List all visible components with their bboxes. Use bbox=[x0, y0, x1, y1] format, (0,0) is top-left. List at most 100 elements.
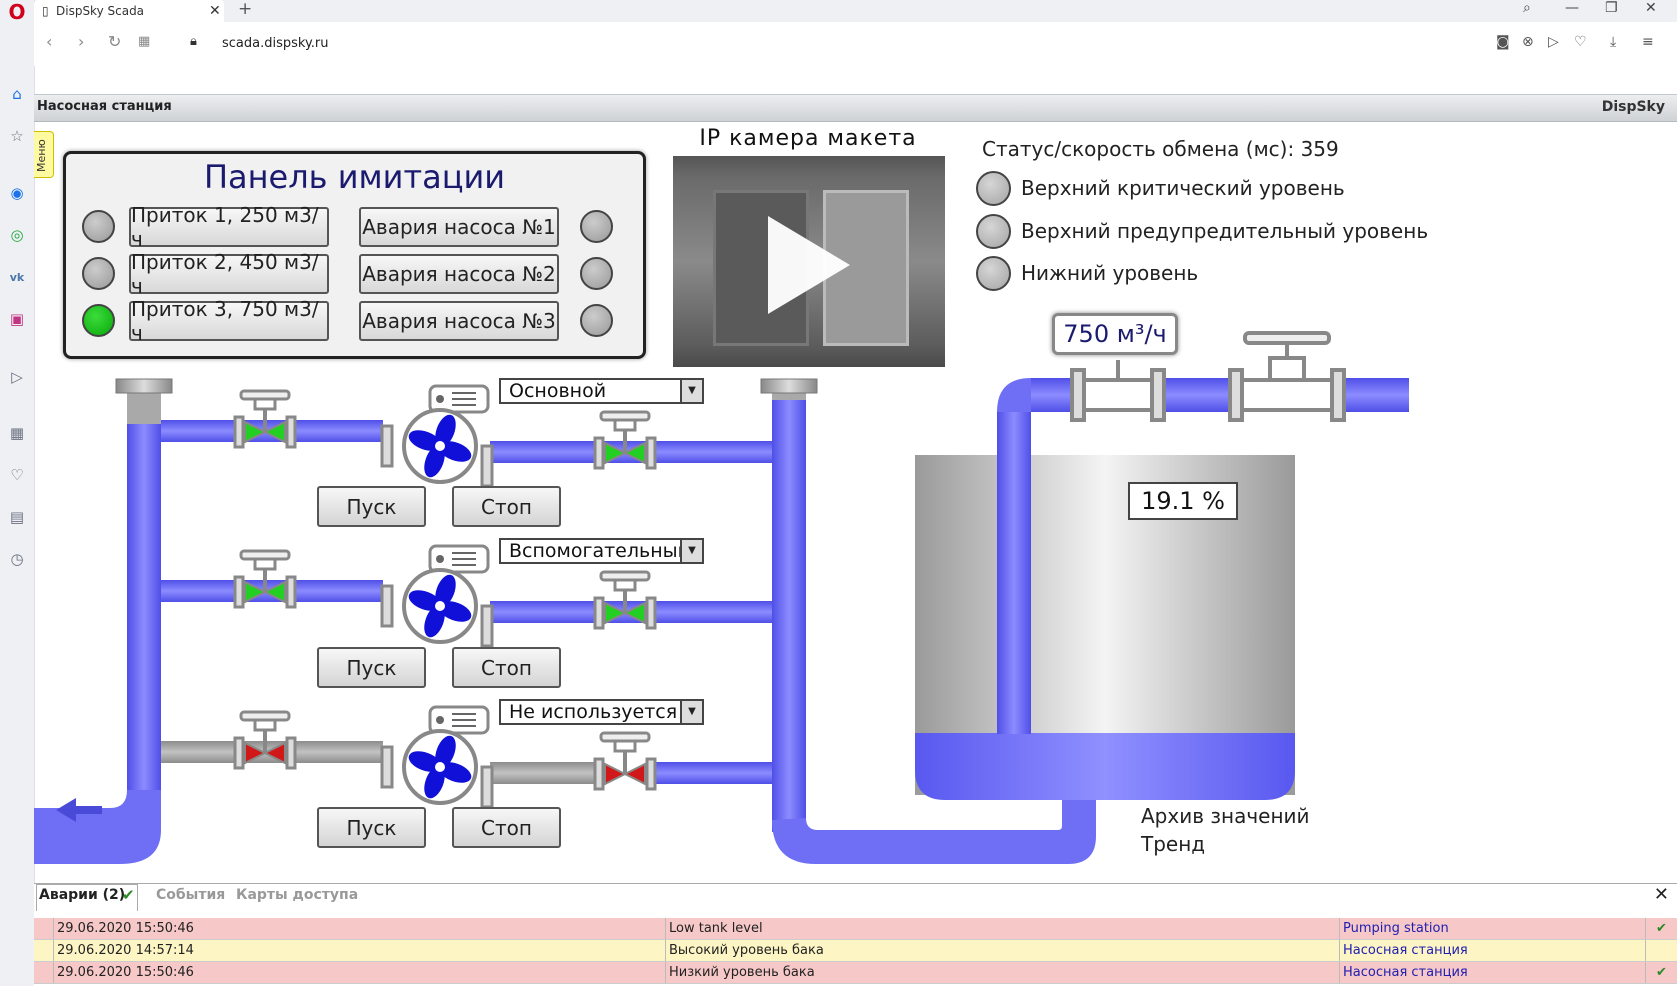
pump-1-inlet-valve[interactable] bbox=[233, 389, 297, 449]
minimize-icon[interactable]: — bbox=[1565, 0, 1579, 16]
alarms-tab-frame bbox=[36, 884, 138, 911]
home-icon[interactable]: ⌂ bbox=[12, 85, 22, 103]
app-title: Насосная станция bbox=[37, 99, 172, 114]
pump-1-start-button[interactable]: Пуск bbox=[317, 486, 426, 527]
star-icon[interactable]: ☆ bbox=[10, 127, 24, 145]
pump-2-outlet-valve[interactable] bbox=[593, 570, 657, 630]
url-field[interactable]: scada.dispsky.ru bbox=[222, 36, 329, 51]
alarm-time: 29.06.2020 14:57:14 bbox=[53, 940, 665, 961]
tab-title: DispSky Scada bbox=[56, 4, 145, 18]
opera-logo-icon[interactable]: O bbox=[8, 0, 26, 24]
inflow-3-button[interactable]: Приток 3, 750 м3/ч bbox=[129, 297, 329, 345]
tab-alarms[interactable]: Аварии (2) bbox=[39, 887, 126, 903]
pump-2-mode-select[interactable]: Вспомогательный▼ bbox=[499, 538, 704, 564]
pump-3-inlet-valve[interactable] bbox=[233, 710, 297, 770]
low-level-label: Нижний уровень bbox=[1021, 261, 1199, 285]
alarm-ack-icon: ✔ bbox=[1645, 962, 1677, 983]
pump-3[interactable] bbox=[380, 705, 494, 809]
heart-icon[interactable]: ♡ bbox=[10, 466, 24, 484]
tab-access-cards[interactable]: Карты доступа bbox=[236, 887, 359, 903]
alarm-ack-icon bbox=[1645, 940, 1677, 961]
app-header: Насосная станция DispSky bbox=[34, 94, 1677, 122]
messenger-icon[interactable]: ◉ bbox=[10, 184, 24, 202]
search-icon[interactable]: ⌕ bbox=[1523, 0, 1531, 16]
flow-send-icon[interactable]: ▷ bbox=[1548, 34, 1559, 50]
high-critical-lamp bbox=[976, 171, 1011, 206]
speed-dial-icon[interactable]: ▦ bbox=[9, 424, 25, 442]
tabs-grid-icon[interactable]: ▦ bbox=[138, 34, 151, 49]
browser-tab-bar bbox=[0, 0, 1677, 22]
inflow-1-button[interactable]: Приток 1, 250 м3/ч bbox=[129, 203, 329, 251]
pump-1-stop-button[interactable]: Стоп bbox=[452, 486, 561, 527]
inflow-lamp-3 bbox=[82, 304, 115, 337]
fault-lamp-1 bbox=[580, 210, 613, 243]
pump-1[interactable] bbox=[380, 384, 494, 488]
address-bar: ‹ › ↻ ▦ 🔒︎ scada.dispsky.ru ◙ ⊗ ▷ ♡ ⤓ ≡ bbox=[34, 22, 1677, 66]
favorite-icon[interactable]: ♡ bbox=[1574, 34, 1587, 50]
vk-icon[interactable]: vk bbox=[9, 270, 25, 284]
alarm-message: Low tank level bbox=[665, 918, 1339, 939]
alarm-time: 29.06.2020 15:50:46 bbox=[53, 918, 665, 939]
instagram-icon[interactable]: ▣ bbox=[9, 310, 25, 328]
restore-icon[interactable]: ❐ bbox=[1605, 0, 1618, 16]
pump-3-mode-value: Не используется bbox=[509, 701, 678, 723]
adblock-icon[interactable]: ⊗ bbox=[1522, 34, 1534, 50]
pump-1-mode-value: Основной bbox=[509, 380, 607, 402]
inflow-lamp-2 bbox=[82, 257, 115, 290]
camera-snapshot-icon[interactable]: ◙ bbox=[1496, 34, 1510, 50]
inflow-lamp-1 bbox=[82, 210, 115, 243]
discharge-valve bbox=[1228, 331, 1346, 422]
forward-icon[interactable]: › bbox=[78, 32, 85, 51]
page-icon: ▯ bbox=[42, 4, 49, 18]
flow-readout: 750 м³/ч bbox=[1052, 313, 1178, 355]
pump-3-stop-button[interactable]: Стоп bbox=[452, 807, 561, 848]
high-warning-label: Верхний предупредительный уровень bbox=[1021, 219, 1429, 243]
reload-icon[interactable]: ↻ bbox=[108, 32, 122, 51]
pump-2-inlet-valve[interactable] bbox=[233, 549, 297, 609]
alarms-panel: Аварии (2) ✔ События Карты доступа ✕ 29.… bbox=[34, 883, 1677, 987]
pump-1-fault-button[interactable]: Авария насоса №1 bbox=[359, 207, 559, 247]
pump-3-outlet-valve[interactable] bbox=[593, 731, 657, 791]
archive-links: Архив значений Тренд bbox=[1141, 802, 1310, 858]
pump-2-stop-button[interactable]: Стоп bbox=[452, 647, 561, 688]
pump-2-fault-button[interactable]: Авария насоса №2 bbox=[359, 254, 559, 294]
flow-direction-arrow-icon bbox=[56, 798, 102, 822]
new-tab-icon[interactable]: + bbox=[238, 0, 253, 19]
alarm-row-marker bbox=[34, 918, 53, 939]
play-icon[interactable] bbox=[768, 216, 850, 314]
chevron-down-icon: ▼ bbox=[680, 701, 702, 723]
pump-1-outlet-valve[interactable] bbox=[593, 410, 657, 470]
pump-3-fault-button[interactable]: Авария насоса №3 bbox=[359, 301, 559, 341]
close-tab-icon[interactable]: ✕ bbox=[209, 3, 221, 19]
values-archive-link[interactable]: Архив значений bbox=[1141, 804, 1310, 828]
menu-tab[interactable]: Меню bbox=[34, 131, 54, 178]
easy-setup-icon[interactable]: ≡ bbox=[1642, 34, 1654, 50]
history-icon[interactable]: ◷ bbox=[10, 550, 24, 568]
pump-2-start-button[interactable]: Пуск bbox=[317, 647, 426, 688]
pump-2[interactable] bbox=[380, 544, 494, 648]
whatsapp-icon[interactable]: ◎ bbox=[10, 226, 24, 244]
low-level-lamp bbox=[976, 256, 1011, 291]
tab-events[interactable]: События bbox=[156, 887, 226, 903]
inflow-2-button[interactable]: Приток 2, 450 м3/ч bbox=[129, 250, 329, 298]
imitation-panel: Панель имитации Приток 1, 250 м3/ч Прито… bbox=[63, 151, 646, 359]
close-alarms-icon[interactable]: ✕ bbox=[1653, 884, 1669, 905]
send-icon[interactable]: ▷ bbox=[11, 368, 23, 386]
pump-3-start-button[interactable]: Пуск bbox=[317, 807, 426, 848]
right-collector-pipe bbox=[772, 390, 806, 832]
trend-link[interactable]: Тренд bbox=[1141, 832, 1206, 856]
browser-sidebar: O ⌂ ☆ ◉ ◎ vk ▣ ▷ ▦ ♡ ▤ ◷ bbox=[0, 0, 35, 986]
close-window-icon[interactable]: ✕ bbox=[1645, 0, 1657, 16]
pump-3-mode-select[interactable]: Не используется▼ bbox=[499, 699, 704, 725]
pump-1-mode-select[interactable]: Основной▼ bbox=[499, 378, 704, 404]
back-icon[interactable]: ‹ bbox=[46, 32, 53, 51]
tank-inlet-pipe bbox=[772, 790, 1096, 864]
pump-2-mode-value: Вспомогательный bbox=[509, 540, 690, 562]
browser-tab[interactable]: ▯ DispSky Scada ✕ bbox=[34, 0, 224, 22]
download-icon[interactable]: ⤓ bbox=[1610, 34, 1617, 50]
news-icon[interactable]: ▤ bbox=[9, 508, 25, 526]
